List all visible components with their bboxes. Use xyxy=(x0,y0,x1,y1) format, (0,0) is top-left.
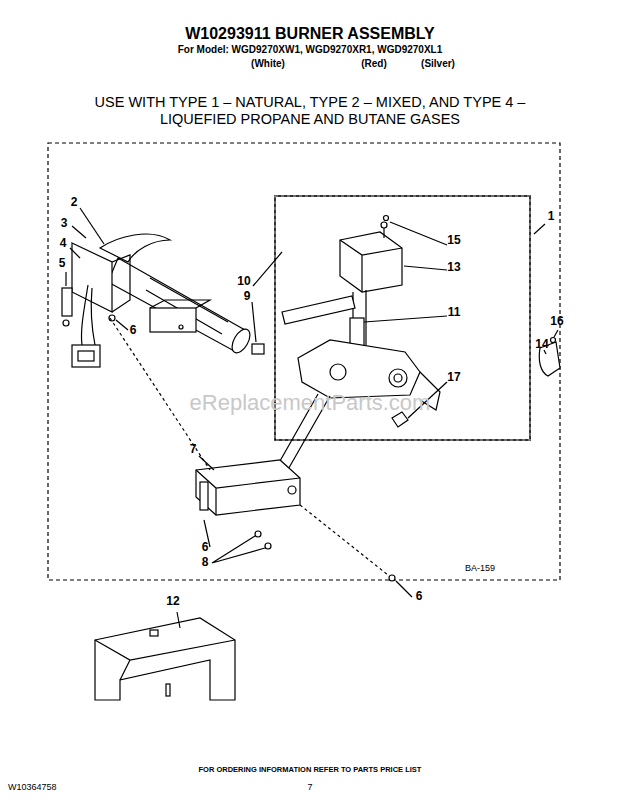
callout-number: 5 xyxy=(59,257,66,271)
callout-number: 9 xyxy=(244,290,251,304)
model-line: For Model: WGD9270XW1, WGD9270XR1, WGD92… xyxy=(178,44,443,56)
color-note: (Red) xyxy=(361,58,387,70)
gas-type-note: USE WITH TYPE 1 – NATURAL, TYPE 2 – MIXE… xyxy=(60,94,560,127)
callout-number: 15 xyxy=(447,234,460,248)
callout-number: 6 xyxy=(202,541,209,555)
callout-number: 6 xyxy=(416,590,423,604)
callout-number: 17 xyxy=(447,371,460,385)
callout-number: 8 xyxy=(202,556,209,570)
drawing-code: BA-159 xyxy=(465,563,495,573)
watermark: eReplacementParts.com xyxy=(190,390,431,415)
color-note: (White) xyxy=(251,58,285,70)
page-number: 7 xyxy=(307,782,312,792)
callout-number: 1 xyxy=(548,210,555,224)
ordering-note: FOR ORDERING INFORMATION REFER TO PARTS … xyxy=(199,766,422,775)
callout-number: 16 xyxy=(550,315,563,329)
callout-number: 3 xyxy=(61,217,68,231)
callout-number: 2 xyxy=(71,196,78,210)
callout-number: 4 xyxy=(60,237,67,251)
callout-number: 6 xyxy=(130,324,137,338)
callout-number: 11 xyxy=(448,306,461,320)
callout-number: 12 xyxy=(166,595,179,609)
callout-number: 7 xyxy=(190,443,197,457)
diagram-title: W10293911 BURNER ASSEMBLY xyxy=(185,25,435,43)
callout-number: 10 xyxy=(237,275,250,289)
callout-number: 14 xyxy=(535,338,548,352)
callout-number: 13 xyxy=(447,261,460,275)
document-number: W10364758 xyxy=(8,782,57,792)
color-note: (Silver) xyxy=(421,58,455,70)
